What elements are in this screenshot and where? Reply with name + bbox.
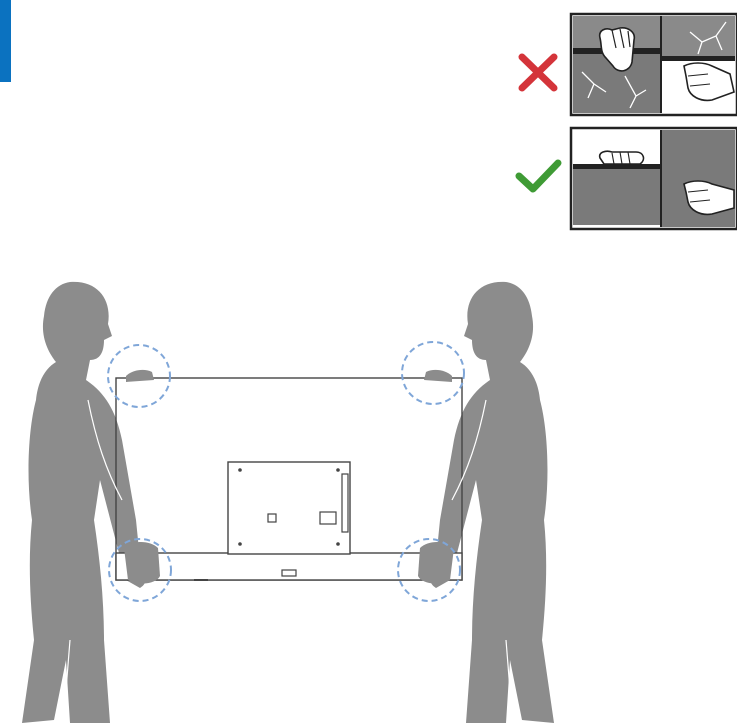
left-person-silhouette <box>22 281 147 723</box>
correct-handling-panel <box>515 126 737 231</box>
hand-grips <box>124 369 454 584</box>
incorrect-handling-panel <box>518 12 737 117</box>
section-tab-marker <box>0 0 11 82</box>
cross-icon <box>518 53 558 92</box>
tv-back-outline <box>115 377 463 581</box>
check-icon <box>515 159 562 193</box>
body-contour-lines <box>65 399 511 691</box>
dashed-circle-icon <box>107 341 465 602</box>
correct-grip-frame <box>569 126 737 231</box>
right-person-silhouette <box>429 281 554 723</box>
incorrect-grip-frame <box>569 12 737 117</box>
